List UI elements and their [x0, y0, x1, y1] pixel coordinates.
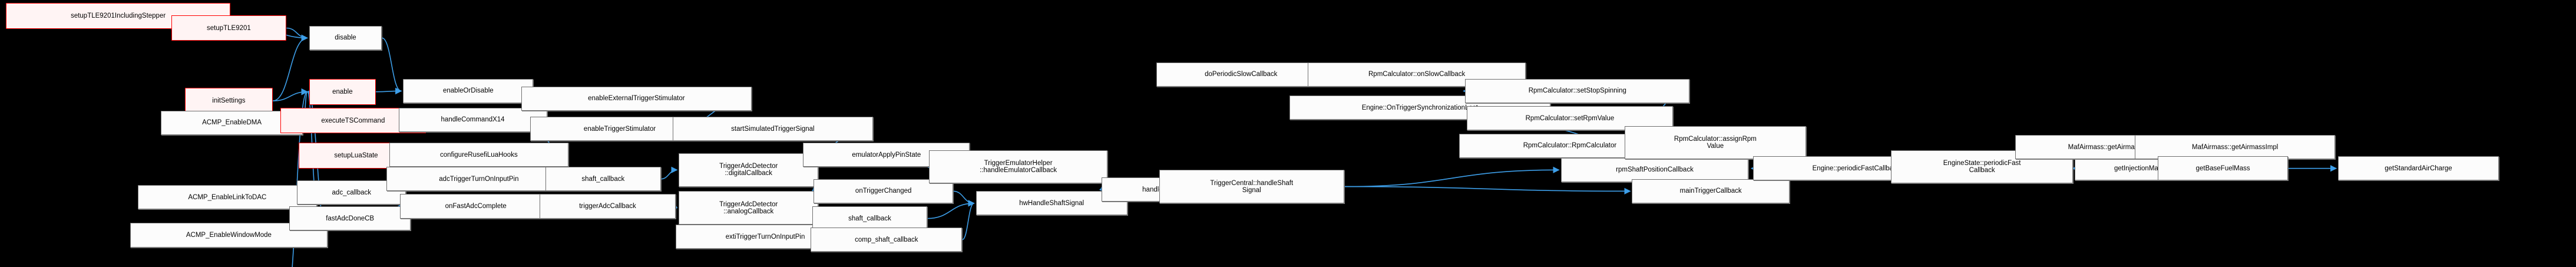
graph-node-fastadcdonecb[interactable]: fastAdcDoneCB	[289, 206, 411, 231]
graph-node-rpmcalculator-setstopspinning[interactable]: RpmCalculator::setStopSpinning	[1465, 78, 1690, 103]
graph-node-initsettings[interactable]: initSettings	[184, 88, 273, 114]
graph-node-acmp-enablelinktodac[interactable]: ACMP_EnableLinkToDAC	[138, 185, 317, 210]
graph-node-rpmshaftpositioncallback[interactable]: rpmShaftPositionCallback	[1560, 157, 1749, 182]
graph-edge	[953, 190, 975, 207]
graph-node-shaft-callback[interactable]: shaft_callback	[545, 167, 661, 192]
graph-edge	[273, 88, 308, 101]
graph-node-mafairmass-getairmassimpl[interactable]: MafAirmass::getAirmassImpl	[2135, 135, 2335, 160]
graph-edge	[1344, 166, 1560, 187]
graph-node-getstandardaircharge[interactable]: getStandardAirCharge	[2338, 156, 2499, 181]
graph-node-adctriggerturnoninputpin[interactable]: adcTriggerTurnOnInputPin	[386, 167, 571, 192]
graph-node-onfastadccomplete[interactable]: onFastAdcComplete	[400, 194, 552, 219]
graph-edge	[381, 37, 402, 94]
graph-node-comp-shaft-callback[interactable]: comp_shaft_callback	[811, 228, 963, 252]
graph-node-startsimulatedtriggersignal[interactable]: startSimulatedTriggerSignal	[673, 117, 873, 141]
graph-node-enableordisable[interactable]: enableOrDisable	[403, 78, 534, 103]
graph-node-triggeradcdetector-analogcallback[interactable]: TriggerAdcDetector ::analogCallback	[679, 191, 819, 225]
graph-edge	[286, 27, 308, 41]
graph-node-enableexternaltriggerstimulator[interactable]: enableExternalTriggerStimulator	[521, 86, 752, 111]
graph-edge	[272, 34, 308, 101]
graph-node-setuptle9201[interactable]: setupTLE9201	[171, 15, 287, 41]
graph-edge	[1344, 186, 1631, 195]
graph-edge	[671, 204, 678, 212]
graph-node-getbasefuelmass[interactable]: getBaseFuelMass	[2158, 156, 2289, 181]
graph-node-triggeremulatorhelper-handleemulatorcallback[interactable]: TriggerEmulatorHelper ::handleEmulatorCa…	[928, 150, 1108, 184]
graph-node-rpmcalculator-assignrpm-value[interactable]: RpmCalculator::assignRpm Value	[1624, 126, 1807, 160]
graph-node-doperiodicslowcallback[interactable]: doPeriodicSlowCallback	[1156, 62, 1326, 87]
graph-node-enable[interactable]: enable	[309, 78, 376, 105]
graph-node-configurerusefiluahooks[interactable]: configureRusefiLuaHooks	[389, 142, 568, 167]
graph-node-acmp-enabledma[interactable]: ACMP_EnableDMA	[160, 110, 303, 136]
graph-node-handlecommandx14[interactable]: handleCommandX14	[398, 107, 547, 132]
graph-node-triggeradccallback[interactable]: triggerAdcCallback	[539, 194, 676, 219]
graph-node-maintriggercallback[interactable]: mainTriggerCallback	[1632, 179, 1790, 203]
graph-node-shaft-callback[interactable]: shaft_callback	[812, 206, 928, 231]
graph-edge	[962, 200, 975, 240]
graph-edge	[660, 166, 678, 180]
graph-edge	[927, 200, 975, 219]
graph-node-triggercentral-handleshaft-signal[interactable]: TriggerCentral::handleShaft Signal	[1159, 170, 1344, 203]
graph-node-triggeradcdetector-digitalcallback[interactable]: TriggerAdcDetector ::digitalCallback	[679, 153, 819, 187]
graph-node-disable[interactable]: disable	[309, 25, 382, 50]
graph-node-adc-callback[interactable]: adc_callback	[297, 180, 406, 205]
